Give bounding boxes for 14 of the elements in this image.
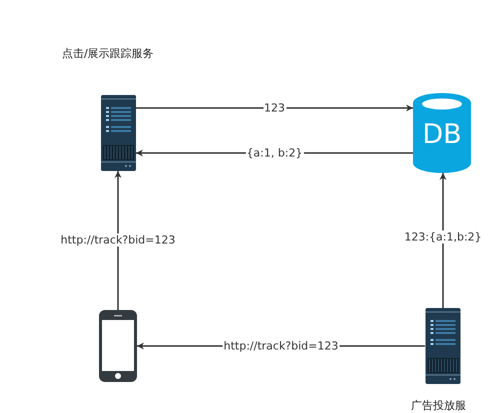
server-icon (425, 308, 461, 384)
arrow (440, 173, 446, 308)
arrow (136, 104, 413, 112)
edge-label: 123:{a:1,b:2} (403, 230, 483, 244)
arrow (114, 171, 122, 310)
edge-label: {a:1, b:2} (245, 146, 304, 160)
edge-label: http://track?bid=123 (222, 340, 340, 352)
node-caption: 点击/展示跟踪服务 (62, 46, 154, 61)
edge-label: http://track?bid=123 (60, 234, 176, 246)
edge-label: 123 (263, 102, 286, 114)
node-caption: 广告投放服 (411, 398, 466, 413)
phone-icon (99, 310, 137, 382)
database-cylinder: DB (413, 93, 471, 173)
server-icon (101, 95, 136, 171)
